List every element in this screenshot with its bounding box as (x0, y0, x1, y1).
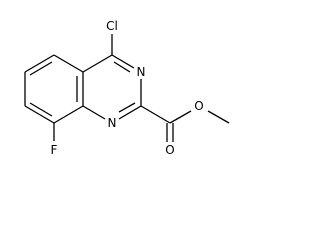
fluorine-label: F (51, 143, 58, 157)
bond-c4-n3 (111, 54, 135, 69)
bond-c4a-c5 (53, 54, 84, 73)
bond-c2-carbonyl (140, 105, 171, 124)
bond-n1-c8a (82, 105, 106, 120)
nitrogen-3-label: N (137, 65, 146, 79)
bond-c5-c6-inner (29, 61, 53, 76)
bond-ester-o-methyl (207, 110, 230, 124)
nitrogen-1-label: N (108, 116, 117, 130)
bond-c7-c8-inner (29, 102, 53, 117)
quinazoline-ester-structure: Cl N N F O O (24, 19, 230, 157)
bond-c5-c6 (24, 54, 55, 73)
bond-c4a-c4 (82, 54, 113, 73)
bond-c2-n1 (118, 105, 142, 120)
bond-carbonyl-ester-o (169, 110, 192, 124)
ester-oxygen-label: O (194, 99, 203, 113)
bond-c2-n1-inner (118, 102, 136, 113)
bond-c7-c8 (24, 105, 55, 124)
bond-c4-n3-inner (113, 61, 131, 73)
carbonyl-oxygen-label: O (165, 143, 174, 157)
bond-c8-c8a (53, 105, 84, 124)
chlorine-label: Cl (106, 19, 118, 33)
